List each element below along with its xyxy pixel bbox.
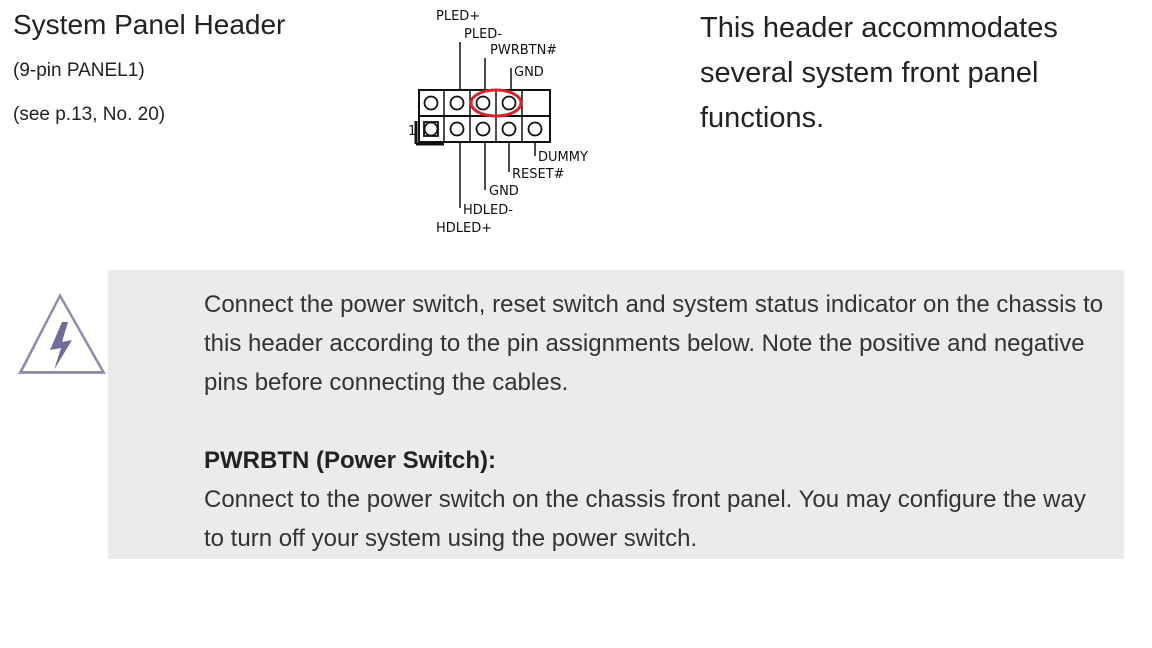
- paragraph-gap: [204, 402, 1104, 441]
- highlight-ring: [469, 88, 523, 118]
- pin-1-marker: 1: [408, 124, 416, 139]
- label-gnd-top: GND: [514, 65, 544, 80]
- label-hdled-minus: HDLED-: [463, 203, 513, 218]
- section-heading: PWRBTN (Power Switch):: [204, 447, 496, 474]
- empty-pin-slot: [523, 91, 549, 115]
- note-intro: Connect the power switch, reset switch a…: [204, 291, 1104, 396]
- note-box: [108, 270, 1124, 559]
- section-body: Connect to the power switch on the chass…: [204, 486, 1086, 552]
- pin: [501, 121, 517, 137]
- pin: [423, 95, 439, 111]
- header-description: This header accommodates several system …: [700, 12, 1058, 134]
- warning-lightning-icon: [18, 293, 106, 374]
- label-dummy: DUMMY: [538, 150, 588, 165]
- pin: [527, 121, 543, 137]
- pin: [475, 121, 491, 137]
- label-hdled-plus: HDLED+: [436, 221, 492, 236]
- label-gnd-bottom: GND: [489, 184, 519, 199]
- page-title: System Panel Header: [13, 9, 286, 40]
- pin: [449, 121, 465, 137]
- label-pled-minus: PLED-: [464, 27, 502, 42]
- label-pwrbtn: PWRBTN#: [490, 43, 557, 58]
- note-content: Connect the power switch, reset switch a…: [204, 285, 1104, 558]
- page-reference: (see p.13, No. 20): [13, 104, 166, 125]
- label-reset: RESET#: [512, 167, 565, 182]
- pin: [449, 95, 465, 111]
- label-pled-plus: PLED+: [436, 9, 480, 24]
- pin: [475, 95, 491, 111]
- pin: [423, 121, 439, 137]
- pin: [501, 95, 517, 111]
- panel-header-diagram: PLED+ PLED- PWRBTN# GND 1 DUMMY RESET# G…: [408, 9, 588, 236]
- pin-info: (9-pin PANEL1): [13, 60, 145, 81]
